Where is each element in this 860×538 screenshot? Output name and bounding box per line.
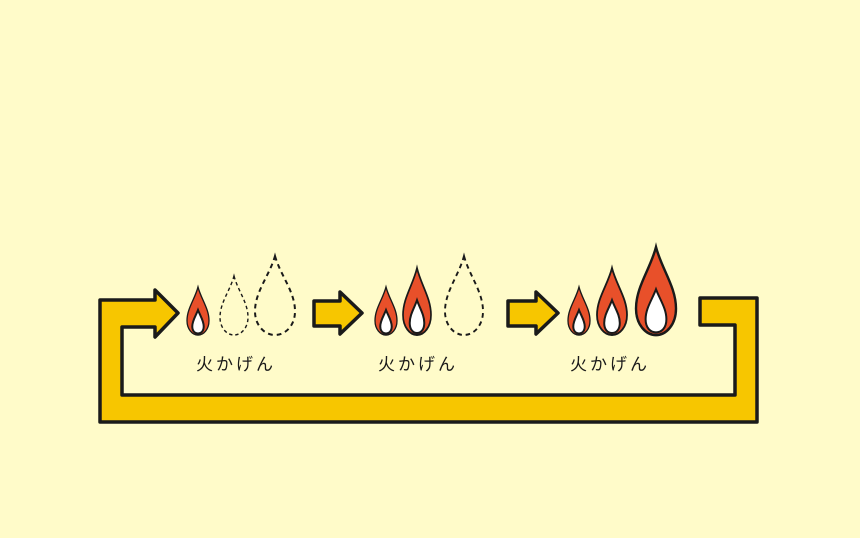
stage-high: 火かげん [567,245,678,375]
unlit-flame-outline-icon [444,255,484,336]
stage-label: 火かげん [378,355,458,375]
cycle-loop-arrow [98,288,759,424]
flame-icon [567,286,591,336]
step-arrow-1 [312,290,364,336]
step-arrow-2 [506,290,560,336]
flame-icon [186,286,210,336]
unlit-flame-outline-icon [253,254,297,337]
flame-icon [374,286,398,336]
flame-icon [401,266,433,337]
unlit-flame-outline-icon [219,275,249,336]
stage-medium: 火かげん [374,255,484,375]
stage-low: 火かげん [186,254,297,375]
flame-icon [595,266,629,337]
stage-label: 火かげん [196,355,276,375]
flame-icon [634,245,678,337]
stage-label: 火かげん [570,355,650,375]
